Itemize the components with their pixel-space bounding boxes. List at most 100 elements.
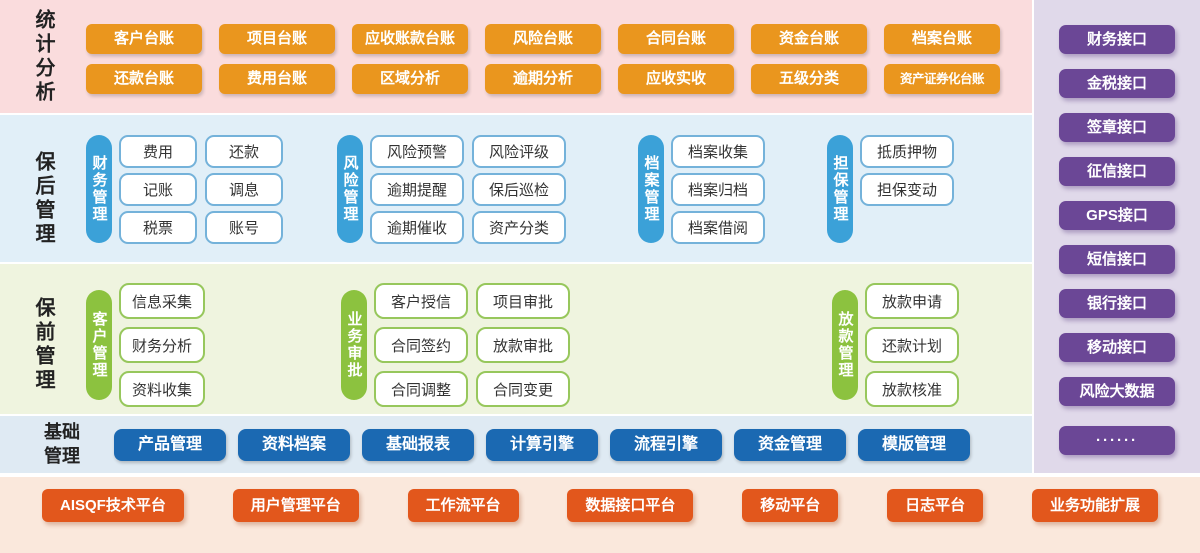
ledger-module-button[interactable]: 合同台账 <box>618 24 734 54</box>
band-post-loan-management: 保后管理 财务管理 费用还款记账调息税票账号 风险管理 风险预警风险评级逾期提醒… <box>0 115 1032 262</box>
interface-button[interactable]: GPS接口 <box>1059 201 1175 230</box>
base-module-button[interactable]: 计算引擎 <box>486 428 598 461</box>
module-item[interactable]: 账号 <box>205 211 283 244</box>
band-label-column: 保前管理 <box>0 276 86 414</box>
ledger-module-button[interactable]: 五级分类 <box>751 64 867 94</box>
interface-button[interactable]: 金税接口 <box>1059 69 1175 98</box>
platform-button[interactable]: 日志平台 <box>887 489 984 522</box>
module-item[interactable]: 资产分类 <box>472 211 566 244</box>
platform-button[interactable]: 移动平台 <box>742 489 839 522</box>
stats-row-1: 客户台账项目台账应收账款台账风险台账合同台账资金台账档案台账 <box>86 24 1000 54</box>
platform-button[interactable]: 工作流平台 <box>407 489 519 522</box>
ledger-module-button[interactable]: 应收实收 <box>618 64 734 94</box>
band-basic-management: 基础管理 产品管理资料档案基础报表计算引擎流程引擎资金管理模版管理 <box>0 416 1032 473</box>
ledger-module-button[interactable]: 应收账款台账 <box>352 24 468 54</box>
pill-financial-management: 财务管理 <box>86 135 112 243</box>
module-item[interactable]: 抵质押物 <box>860 135 954 168</box>
interface-button[interactable]: 财务接口 <box>1059 25 1175 54</box>
module-item[interactable]: 税票 <box>119 211 197 244</box>
interface-button[interactable]: 短信接口 <box>1059 245 1175 274</box>
module-item[interactable]: 费用 <box>119 135 197 168</box>
ledger-module-button[interactable]: 逾期分析 <box>485 64 601 94</box>
group-items: 放款申请还款计划放款核准 <box>865 283 959 407</box>
module-item[interactable]: 还款计划 <box>865 327 959 363</box>
group-risk-management: 风险管理 风险预警风险评级逾期提醒保后巡检逾期催收资产分类 <box>337 135 566 262</box>
group-items: 风险预警风险评级逾期提醒保后巡检逾期催收资产分类 <box>370 135 566 244</box>
interfaces-panel: 财务接口金税接口签章接口征信接口 GPS接口短信接口银行接口移动接口风险大数据 ··… <box>1034 0 1200 473</box>
module-item[interactable]: 放款核准 <box>865 371 959 407</box>
ledger-module-button[interactable]: 客户台账 <box>86 24 202 54</box>
module-item[interactable]: 放款审批 <box>476 327 570 363</box>
interface-button[interactable]: 签章接口 <box>1059 113 1175 142</box>
interface-button[interactable]: ······ <box>1059 426 1175 455</box>
module-item[interactable]: 档案归档 <box>671 173 765 206</box>
module-item[interactable]: 资料收集 <box>119 371 205 407</box>
pill-risk-management: 风险管理 <box>337 135 363 243</box>
stats-row-2: 还款台账费用台账区域分析逾期分析应收实收五级分类资产证券化台账 <box>86 64 1000 94</box>
module-item[interactable]: 记账 <box>119 173 197 206</box>
group-archive-management: 档案管理 档案收集档案归档档案借阅 <box>638 135 765 262</box>
base-module-buttons: 产品管理资料档案基础报表计算引擎流程引擎资金管理模版管理 <box>114 428 970 461</box>
pill-customer-management: 客户管理 <box>86 290 112 400</box>
band-pre-loan-management: 保前管理 客户管理 信息采集财务分析资料收集 业务审批 客户授信项目审批合同签约… <box>0 264 1032 414</box>
pill-business-approval: 业务审批 <box>341 290 367 400</box>
module-item[interactable]: 项目审批 <box>476 283 570 319</box>
interface-button[interactable]: 征信接口 <box>1059 157 1175 186</box>
ledger-module-button[interactable]: 风险台账 <box>485 24 601 54</box>
pill-disbursement-management: 放款管理 <box>832 290 858 400</box>
band-label-basic-management: 基础管理 <box>44 422 80 466</box>
platform-button[interactable]: AISQF技术平台 <box>42 489 184 522</box>
pill-archive-management: 档案管理 <box>638 135 664 243</box>
stats-button-rows: 客户台账项目台账应收账款台账风险台账合同台账资金台账档案台账 还款台账费用台账区… <box>86 0 1000 113</box>
ledger-module-button[interactable]: 项目台账 <box>219 24 335 54</box>
ledger-module-button[interactable]: 费用台账 <box>219 64 335 94</box>
module-item[interactable]: 保后巡检 <box>472 173 566 206</box>
band-label-pre-loan: 保前管理 <box>32 297 54 393</box>
group-guarantee-management: 担保管理 抵质押物担保变动 <box>827 135 954 262</box>
base-module-button[interactable]: 资料档案 <box>238 428 350 461</box>
ledger-module-button[interactable]: 资产证券化台账 <box>884 64 1000 94</box>
band-label-post-loan: 保后管理 <box>32 150 54 247</box>
module-item[interactable]: 档案借阅 <box>671 211 765 244</box>
module-item[interactable]: 合同签约 <box>374 327 468 363</box>
platform-button[interactable]: 业务功能扩展 <box>1031 489 1158 522</box>
module-item[interactable]: 信息采集 <box>119 283 205 319</box>
base-module-button[interactable]: 模版管理 <box>858 428 970 461</box>
module-item[interactable]: 还款 <box>205 135 283 168</box>
module-item[interactable]: 客户授信 <box>374 283 468 319</box>
module-item[interactable]: 风险预警 <box>370 135 464 168</box>
module-item[interactable]: 合同调整 <box>374 371 468 407</box>
base-module-button[interactable]: 产品管理 <box>114 428 226 461</box>
band-label-column: 统计分析 <box>0 0 86 113</box>
interface-button[interactable]: 移动接口 <box>1059 333 1175 362</box>
ledger-module-button[interactable]: 档案台账 <box>884 24 1000 54</box>
base-module-button[interactable]: 基础报表 <box>362 428 474 461</box>
pill-guarantee-management: 担保管理 <box>827 135 853 243</box>
platform-button[interactable]: 数据接口平台 <box>567 489 694 522</box>
module-item[interactable]: 财务分析 <box>119 327 205 363</box>
ledger-module-button[interactable]: 资金台账 <box>751 24 867 54</box>
group-items: 客户授信项目审批合同签约放款审批合同调整合同变更 <box>374 283 570 407</box>
module-item[interactable]: 档案收集 <box>671 135 765 168</box>
module-item[interactable]: 逾期催收 <box>370 211 464 244</box>
band-label-statistical-analysis: 统计分析 <box>32 8 54 105</box>
base-module-button[interactable]: 资金管理 <box>734 428 846 461</box>
platform-button[interactable]: 用户管理平台 <box>232 489 359 522</box>
module-item[interactable]: 逾期提醒 <box>370 173 464 206</box>
group-financial-management: 财务管理 费用还款记账调息税票账号 <box>86 135 283 262</box>
ledger-module-button[interactable]: 还款台账 <box>86 64 202 94</box>
module-item[interactable]: 调息 <box>205 173 283 206</box>
module-item[interactable]: 担保变动 <box>860 173 954 206</box>
group-business-approval: 业务审批 客户授信项目审批合同签约放款审批合同调整合同变更 <box>341 276 570 414</box>
module-item[interactable]: 风险评级 <box>472 135 566 168</box>
base-module-button[interactable]: 流程引擎 <box>610 428 722 461</box>
module-item[interactable]: 合同变更 <box>476 371 570 407</box>
interface-button[interactable]: 风险大数据 <box>1059 377 1175 406</box>
group-items: 信息采集财务分析资料收集 <box>119 283 205 407</box>
group-disbursement-management: 放款管理 放款申请还款计划放款核准 <box>832 276 959 414</box>
group-items: 档案收集档案归档档案借阅 <box>671 135 765 244</box>
interface-button[interactable]: 银行接口 <box>1059 289 1175 318</box>
ledger-module-button[interactable]: 区域分析 <box>352 64 468 94</box>
module-item[interactable]: 放款申请 <box>865 283 959 319</box>
